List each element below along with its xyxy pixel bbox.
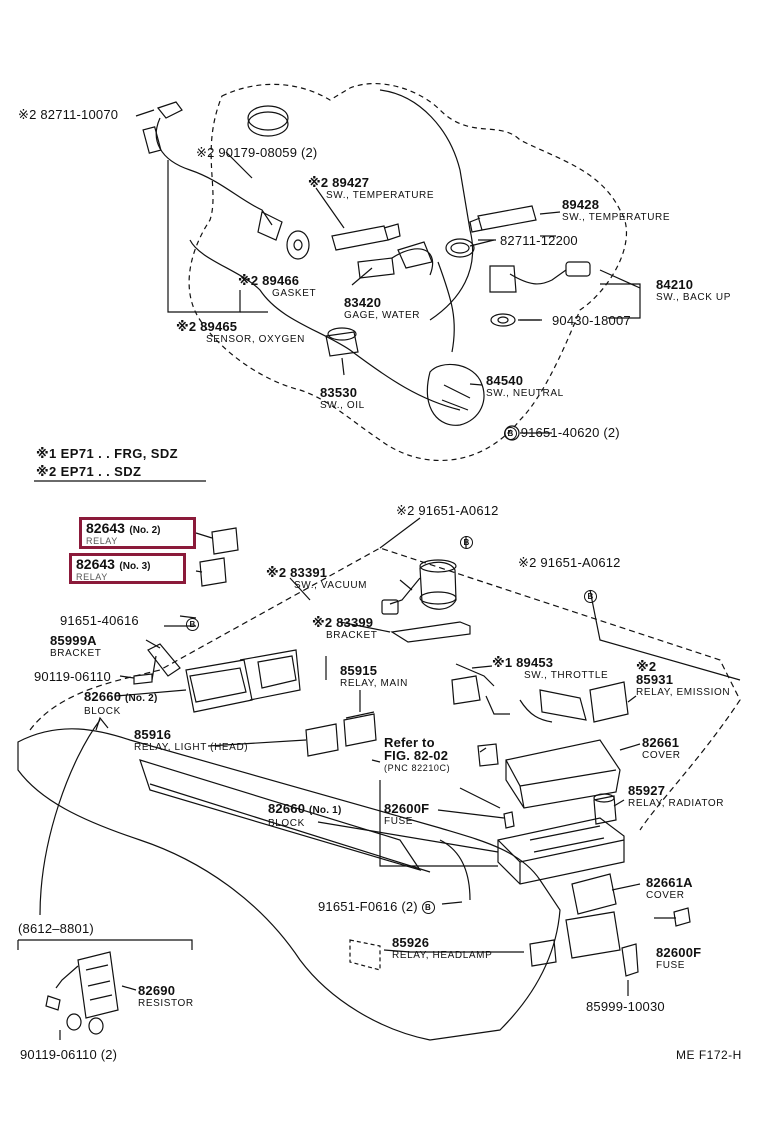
throttle-switch-wire (455, 663, 495, 687)
bolt-marker-b: B (584, 590, 597, 604)
neutral-switch-wire (437, 261, 455, 353)
relay-headlamp (529, 939, 557, 967)
bolt-90119 (133, 673, 153, 685)
relay-82643-no2 (211, 527, 239, 555)
clamp (445, 238, 475, 258)
vacuum-switch (419, 561, 457, 610)
label-85999-10030: 85999-10030 (586, 999, 665, 1014)
neutral-switch (426, 363, 485, 426)
engine-block (379, 89, 474, 321)
label-82711-12200: 82711-12200 (500, 233, 578, 248)
label-90430-18007: 90430-18007 (552, 313, 631, 328)
temp-switch-2 (477, 205, 537, 231)
label-82643-no2[interactable]: 82643 (No. 2) RELAY (86, 520, 161, 546)
inset-range-label: (8612–8801) (18, 921, 94, 936)
engine-lower (189, 239, 461, 411)
temp-switch-1 (331, 225, 389, 251)
label-90119-06110: 90119-06110 (34, 669, 111, 684)
label-91651-F0616: 91651-F0616 (2) B (318, 900, 435, 915)
car-hood-outline (29, 547, 741, 831)
fuse-82600F-b (673, 907, 691, 927)
oil-cap (247, 111, 289, 137)
relay-radiator (593, 795, 617, 825)
cover-82661A (571, 873, 617, 915)
engine-outline (188, 82, 628, 462)
bolt-marker-c: B (186, 618, 199, 632)
bracket-83399 (390, 621, 471, 643)
block-no1 (497, 817, 625, 885)
cover-82661 (505, 739, 621, 809)
label-82643-no3[interactable]: 82643 (No. 3) RELAY (76, 556, 151, 582)
relay-main (343, 713, 377, 747)
inset-arrow (39, 719, 101, 916)
oil-switch (325, 331, 359, 357)
bolt-marker-a: B (460, 536, 473, 550)
legend-line-2: ※2 EP71 . . SDZ (36, 464, 142, 479)
label-82660-no2: 82660 (No. 2)BLOCK (84, 689, 158, 717)
label-90179-08059: ※2 90179-08059 (2) (196, 145, 318, 160)
relay-emission (589, 681, 629, 723)
label-82660-no1: 82660 (No. 1)BLOCK (268, 801, 342, 829)
relay-light-head (305, 723, 339, 757)
backup-switch-wire (509, 269, 567, 285)
gasket (286, 230, 310, 260)
legend-line-1: ※1 EP71 . . FRG, SDZ (36, 446, 179, 461)
relay-82643-no3 (199, 557, 227, 587)
water-gage (357, 257, 395, 279)
highlight-box-82643-no2[interactable] (79, 517, 196, 549)
resistor-82690 (77, 951, 119, 1019)
car-front-bumper (17, 728, 561, 1041)
bracket-85999A (147, 643, 181, 677)
label-91651-A0612-b: ※2 91651-A0612 (518, 555, 621, 570)
washer (490, 313, 516, 327)
headlamp-opening (349, 939, 381, 971)
fuse-82600F-a (503, 811, 515, 829)
oxygen-sensor-wire (155, 117, 273, 226)
inset-frame (18, 939, 193, 950)
label-91651-A0612-a: ※2 91651-A0612 (396, 503, 499, 518)
oxygen-sensor-connector (142, 126, 162, 154)
oxygen-sensor-body (257, 211, 283, 241)
figure-code: ME F172-H (676, 1048, 742, 1062)
highlight-box-82643-no3[interactable] (69, 553, 186, 584)
label-90119-06110-2: 90119-06110 (2) (20, 1047, 118, 1062)
label-91651-40616: 91651-40616 (60, 613, 139, 628)
label-91651-40620: B 91651-40620 (2) (504, 426, 620, 441)
screw-90119 (45, 995, 61, 1011)
label-82711-10070: ※2 82711-10070 (18, 107, 119, 122)
relay-box-85999 (565, 911, 621, 959)
relay-small (477, 743, 499, 767)
block-no2 (185, 659, 253, 713)
